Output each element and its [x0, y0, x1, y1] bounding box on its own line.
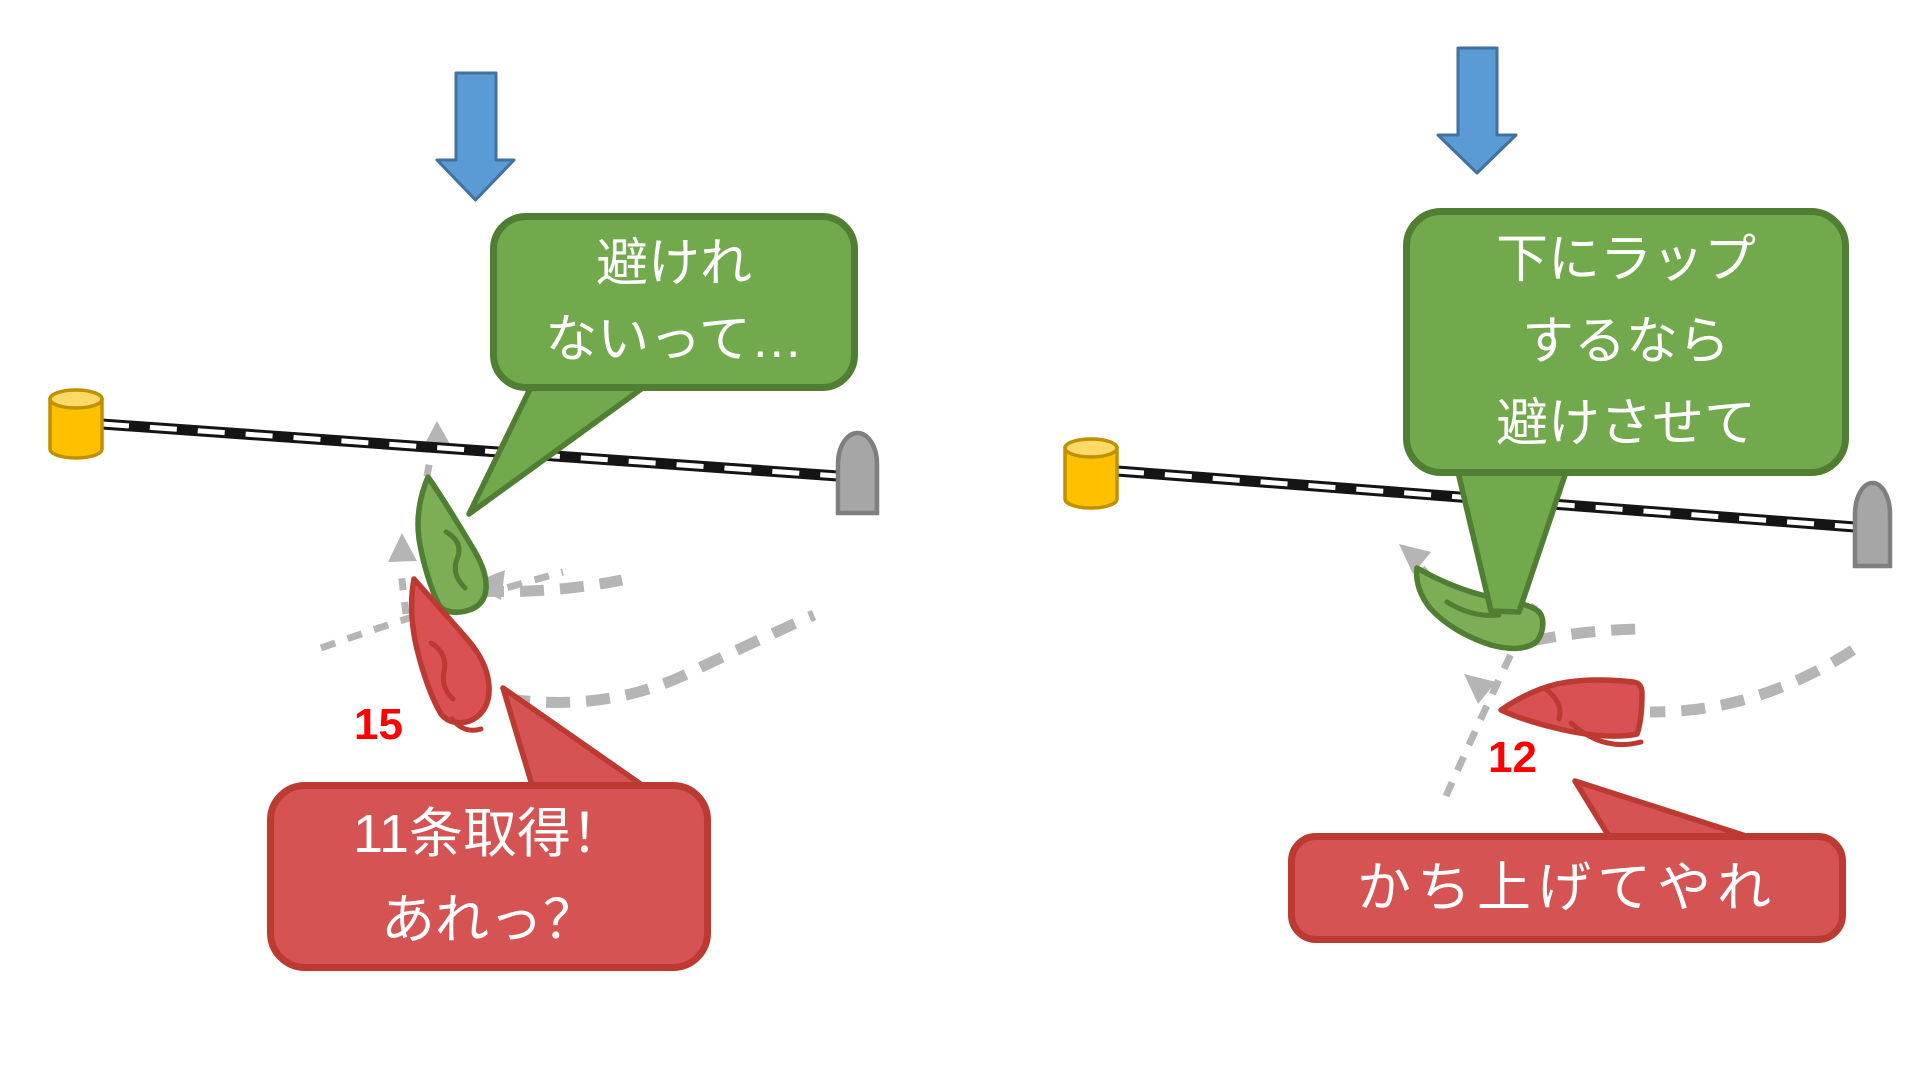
left-green-bubble-text: 避けれ ないって…: [545, 235, 803, 369]
left-red-boat-path-dashes: [397, 571, 410, 615]
left-red-boat-sail: [428, 640, 456, 702]
left-green-boat-path-arrowhead-icon: [423, 421, 451, 447]
left-yellow-cylinder-mark: [48, 388, 104, 460]
right-gray-post-mark: [1852, 480, 1893, 569]
right-escape-path-arrowhead-icon: [1399, 544, 1431, 574]
right-yellow-cylinder-mark: [1063, 437, 1119, 510]
right-red-bubble-text: かち上げてやれ: [1357, 858, 1777, 918]
left-start-line: [101, 418, 839, 482]
left-wind-arrow-icon: [435, 71, 516, 202]
right-wide-arc-dashes: [1649, 645, 1856, 718]
right-red-speech-bubble: かち上げてやれ: [1288, 833, 1846, 943]
right-red-boat-number-label: 12: [1488, 733, 1537, 782]
left-panel-art: [48, 71, 880, 788]
left-red-boat: [408, 576, 492, 733]
left-red-bubble-tail: [500, 685, 645, 788]
right-wind-arrow-icon: [1436, 46, 1518, 175]
left-green-speech-bubble: 避けれ ないって…: [490, 213, 858, 391]
left-red-boat-number-label: 15: [354, 700, 403, 749]
left-lay-path-dashed-line: [319, 568, 564, 652]
right-red-bubble-tail: [1572, 778, 1749, 841]
right-green-speech-bubble: 下にラップ するなら 避けさせて: [1403, 208, 1849, 476]
right-red-boat-boom: [1568, 720, 1644, 748]
right-red-boat-sail: [1541, 685, 1563, 722]
right-panel-art: [1063, 46, 1893, 841]
right-green-bubble-text: 下にラップ するなら 避けさせて: [1495, 231, 1756, 453]
right-red-boat: [1498, 677, 1645, 748]
left-red-boat-path-arrowhead-icon: [388, 533, 417, 562]
right-green-boat-sail: [1444, 599, 1502, 618]
left-red-bubble-text: 11条取得！ あれっ？: [352, 803, 626, 950]
left-gray-post-mark: [835, 430, 880, 516]
left-green-boat-sail: [443, 529, 468, 591]
right-bear-away-arc-dashes: [1530, 623, 1641, 647]
left-red-speech-bubble: 11条取得！ あれっ？: [267, 782, 711, 971]
right-luff-arrowhead-icon: [1464, 674, 1496, 704]
left-green-boat: [415, 474, 489, 616]
left-wide-arc-dashes: [465, 609, 817, 708]
left-red-boat-rudder: [449, 716, 484, 733]
